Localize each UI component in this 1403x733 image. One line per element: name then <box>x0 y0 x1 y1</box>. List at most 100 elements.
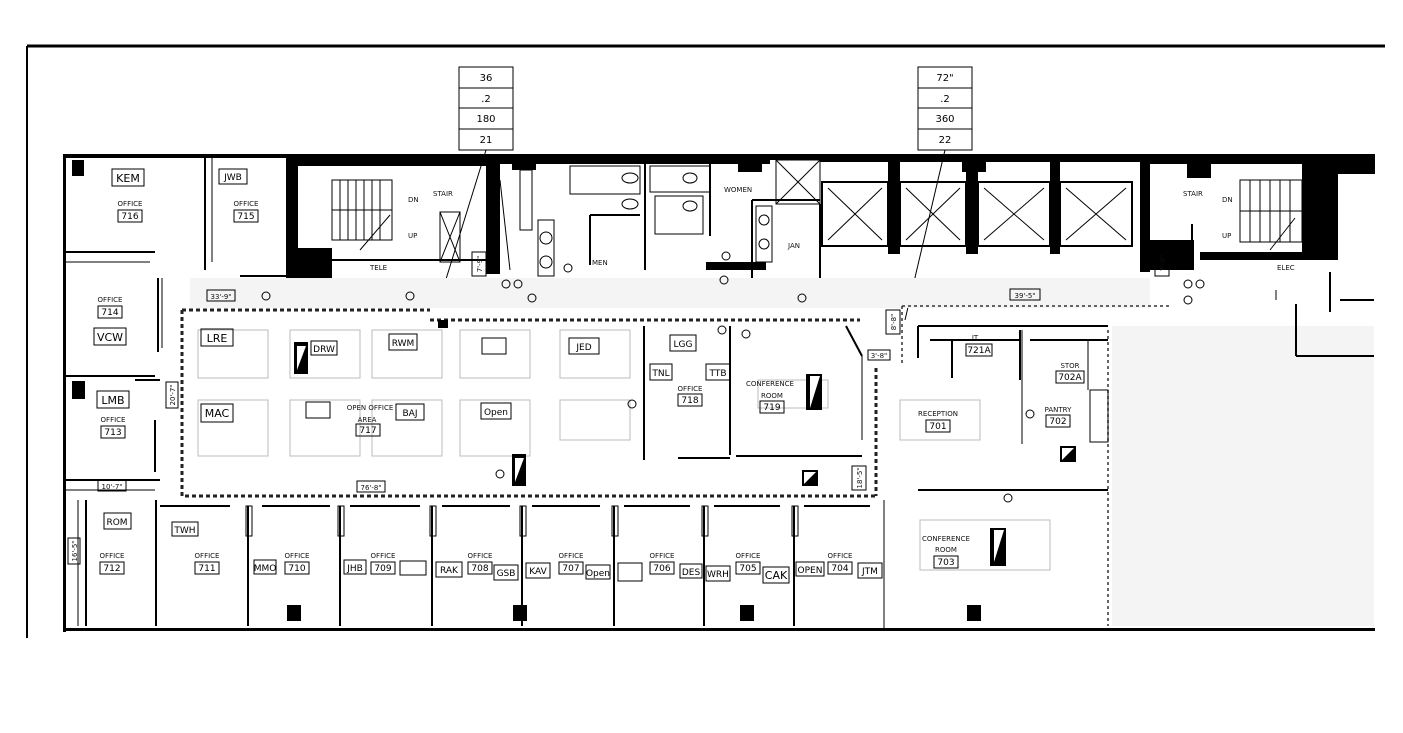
occupant-tag: JHB <box>346 564 363 574</box>
east-rooms <box>643 325 863 460</box>
occupant-tag: JED <box>575 343 591 353</box>
elevators <box>821 162 1133 254</box>
room-number: 711 <box>198 564 215 574</box>
occupant-tag: VCW <box>97 331 123 344</box>
corridor <box>190 278 1150 308</box>
stair-label: STAIR <box>433 190 453 198</box>
occupant-tag: CAK <box>765 569 788 582</box>
office-label: OFFICE <box>100 552 125 560</box>
occupant-tag: WRH <box>707 570 729 580</box>
occupant-tag: TTB <box>708 369 726 379</box>
office-label: OFFICE <box>678 385 703 393</box>
office-label: OFFICE <box>285 552 310 560</box>
dimension-tag: 76'-8" <box>360 484 381 492</box>
conference-label: ROOM <box>935 546 957 554</box>
conference-label: ROOM <box>761 392 783 400</box>
room-number: 707 <box>562 564 579 574</box>
room-number: 702A <box>1058 373 1082 383</box>
room-number: 703 <box>937 558 954 568</box>
room-number: 708 <box>471 564 488 574</box>
dimension-tag: 10'-7" <box>101 483 122 491</box>
occupant-tag: RWM <box>392 339 415 349</box>
room-number: 710 <box>288 564 305 574</box>
room-number: 714 <box>101 308 118 318</box>
room-number: 713 <box>104 428 121 438</box>
room-number-boxes <box>97 209 1085 575</box>
reception-label: RECEPTION <box>918 410 958 418</box>
stor-label: STOR <box>1060 362 1079 370</box>
open-office-label: OPEN OFFICE <box>347 404 394 412</box>
dimension-tag: 7'-0" <box>1159 255 1167 272</box>
room-number: 715 <box>237 212 254 222</box>
occupant-tag: OPEN <box>798 566 823 576</box>
elec-label: ELEC <box>1277 264 1295 272</box>
office-label: OFFICE <box>98 296 123 304</box>
fixture-symbols <box>261 224 1374 503</box>
stair-dn-label: DN <box>1222 196 1233 204</box>
occupant-tag: LRE <box>207 332 228 345</box>
open-office-furniture <box>197 320 631 457</box>
men-label: MEN <box>592 259 608 267</box>
occupant-tag: ROM <box>106 518 127 528</box>
room-number: 712 <box>103 564 120 574</box>
restrooms <box>499 159 821 282</box>
occupant-tag: Open <box>586 569 610 579</box>
callout-value: 36 <box>480 73 493 84</box>
dimension-tag: 7'-9" <box>476 256 484 273</box>
office-label: OFFICE <box>650 552 675 560</box>
occupant-tag: TWH <box>173 526 195 536</box>
west-offices <box>66 158 286 626</box>
occupant-tag: MMO <box>254 564 277 574</box>
women-label: WOMEN <box>724 186 752 194</box>
callout-value: 21 <box>480 135 493 146</box>
dimension-tag: 8'-8" <box>890 314 898 331</box>
occupant-tag: JTM <box>861 567 878 577</box>
occupant-tag: TNL <box>651 369 669 379</box>
suite-boundary <box>180 305 1172 626</box>
room-number: 702 <box>1049 417 1066 427</box>
reception-area <box>899 325 1109 491</box>
occupant-tag: KAV <box>529 567 547 577</box>
office-label: OFFICE <box>828 552 853 560</box>
occupant-tag-boxes <box>93 168 883 584</box>
occupant-tag: JWB <box>223 173 242 183</box>
office-label: OFFICE <box>559 552 584 560</box>
dimension-tag: 18'-5" <box>856 467 864 488</box>
callout-value: 180 <box>476 114 495 125</box>
dimension-tag: 20'-7" <box>169 384 177 405</box>
occupant-tag: GSB <box>497 569 516 579</box>
callout-value: 72" <box>936 73 953 84</box>
room-number: 701 <box>929 422 946 432</box>
callout-value: .2 <box>481 94 491 105</box>
room-number: 716 <box>121 212 138 222</box>
dimension-tag-boxes <box>67 249 1170 565</box>
office-label: OFFICE <box>101 416 126 424</box>
stair-right <box>1150 164 1326 270</box>
room-number: 709 <box>374 564 391 574</box>
structural-columns <box>72 158 1211 621</box>
office-label: OFFICE <box>468 552 493 560</box>
south-office-partitions <box>155 500 870 626</box>
stair-left <box>298 179 486 263</box>
jan-label: JAN <box>787 242 800 250</box>
room-number: 718 <box>681 396 698 406</box>
conference-label: CONFERENCE <box>922 535 970 543</box>
office-label: OFFICE <box>195 552 220 560</box>
stair-up-label: UP <box>1222 232 1231 240</box>
occupant-tag: RAK <box>440 566 459 576</box>
dimension-tag: 16'-5" <box>71 540 79 561</box>
office-label: OFFICE <box>118 200 143 208</box>
office-label: OFFICE <box>371 552 396 560</box>
conference-703 <box>883 500 1051 628</box>
pantry-label: PANTRY <box>1045 406 1072 414</box>
occupant-tag: DRW <box>313 345 335 355</box>
dimension-tag: 39'-5" <box>1014 292 1035 300</box>
occupant-tag: BAJ <box>403 409 418 419</box>
open-office-label: AREA <box>358 416 377 424</box>
tele-label: TELE <box>369 264 387 272</box>
room-number: 705 <box>739 564 756 574</box>
stair-dn-label: DN <box>408 196 419 204</box>
it-label: IT <box>972 334 979 342</box>
room-number: 706 <box>653 564 670 574</box>
